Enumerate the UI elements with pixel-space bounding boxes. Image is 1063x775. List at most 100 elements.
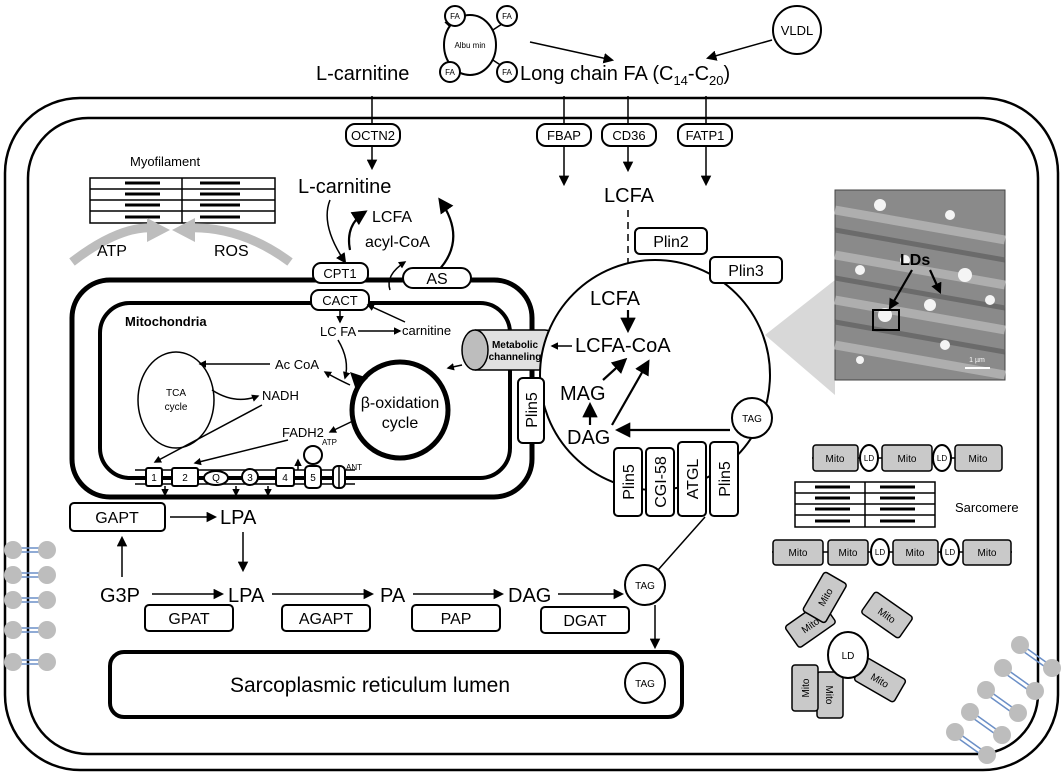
gpat-label: GPAT [168, 611, 209, 628]
plin5-b-protein: Plin5 [709, 441, 739, 517]
pap-enzyme: PAP [411, 604, 501, 632]
mito-label-t2: Mito [898, 454, 917, 465]
cpt1-label: CPT1 [323, 266, 356, 281]
atgl-protein: ATGL [677, 441, 707, 517]
fa-label-3: FA [445, 68, 455, 77]
sarcoplasmic-reticulum: Sarcoplasmic reticulum lumen TAG [108, 650, 684, 719]
myofilament-label: Myofilament [130, 154, 200, 169]
dag-to-coa-arrow [611, 359, 650, 426]
tca-cycle [137, 351, 215, 449]
complex-2-label: 2 [182, 473, 188, 484]
atp-label-cytosol: ATP [97, 243, 127, 260]
tca-label-1: TCA [166, 388, 186, 399]
mitochondria-title: Mitochondria [125, 314, 207, 329]
sarcomere-label: Sarcomere [955, 500, 1019, 515]
complex-4-label: 4 [282, 473, 288, 484]
micrograph-scale-label: 1 µm [969, 357, 985, 364]
fatp1-transporter: FATP1 [677, 96, 733, 187]
fatp1-label: FATP1 [686, 128, 725, 143]
electron-micrograph: LDs 1 µm [834, 189, 1006, 381]
as-label: AS [426, 271, 447, 288]
mito-outer-membrane [69, 277, 535, 500]
fbap-label: FBAP [547, 128, 581, 143]
plin3-protein: Plin3 [709, 256, 783, 284]
myofilament-bundle [89, 177, 276, 224]
pa-label: PA [380, 585, 406, 607]
syn-tag-label: TAG [635, 581, 655, 592]
gapt-label: GAPT [95, 510, 139, 527]
beta-label-1: β-oxidation [361, 395, 440, 412]
cgi58-label: CGI-58 [653, 456, 670, 508]
channel-to-beta-arrow [446, 363, 463, 371]
plin5-a-label: Plin5 [621, 464, 638, 500]
syn-dag-label: DAG [508, 585, 551, 607]
as-protein: AS [402, 267, 472, 289]
ld-label-t1: LD [864, 454, 874, 463]
carnitine-to-cact-arrow [366, 304, 406, 323]
albumin-to-fa-arrow [529, 41, 615, 64]
mito-ld-row-bottom: Mito Mito LD Mito LD Mito [772, 538, 1012, 566]
acyl-coa-cycle-arrow-right [436, 197, 455, 273]
mito-label-b3: Mito [906, 548, 925, 559]
cact-label: CACT [322, 293, 357, 308]
acyl-coa-cycle-arrow-left [347, 210, 368, 251]
dgat-label: DGAT [563, 613, 606, 630]
l-carnitine-inside: L-carnitine [298, 176, 391, 198]
cgi58-protein: CGI-58 [645, 447, 675, 517]
pap-label: PAP [441, 611, 472, 628]
ld-tag: TAG [731, 397, 773, 439]
gapt-enzyme: GAPT [69, 502, 166, 532]
gap-junction-right [946, 636, 1061, 764]
tca-label-2: cycle [165, 402, 188, 413]
ld-label-t2: LD [937, 454, 947, 463]
cd36-transporter: CD36 [601, 96, 657, 173]
ld-dag-label: DAG [567, 427, 610, 449]
ld-lcfa-label: LCFA [590, 288, 641, 310]
complex-3-label: 3 [247, 473, 253, 484]
ld-lcfa-coa-label: LCFA-CoA [575, 335, 671, 357]
fa-label-2: FA [502, 12, 512, 21]
vldl-to-fa-arrow [705, 39, 773, 61]
nadh-label: NADH [262, 388, 299, 403]
mito-label-t1: Mito [826, 454, 845, 465]
beta-oxidation-cycle: β-oxidation cycle [349, 359, 451, 461]
fa-label-4: FA [502, 68, 512, 77]
cact-protein: CACT [310, 289, 370, 311]
beta-to-acoa-arrow [323, 371, 351, 386]
nadh-to-complex1-arrow [153, 404, 263, 463]
lpa-top-label: LPA [220, 507, 257, 529]
sr-lumen-label: Sarcoplasmic reticulum lumen [230, 674, 510, 697]
lpa-label: LPA [228, 585, 265, 607]
ros-label: ROS [214, 243, 249, 260]
carnitine-label: carnitine [402, 323, 451, 338]
lds-label: LDs [900, 252, 930, 269]
ld-label-b1: LD [875, 548, 885, 557]
lc-fa-label: LC FA [320, 324, 356, 339]
octn2-transporter: OCTN2 [345, 96, 401, 171]
mito-label-b1: Mito [789, 548, 808, 559]
complex-1-label: 1 [151, 473, 157, 484]
octn2-label: OCTN2 [351, 128, 395, 143]
vldl-label: VLDL [781, 23, 814, 38]
channeling-line2: channeling [489, 352, 542, 363]
atp-mito-label: ATP [322, 438, 337, 447]
cell-outer-membrane [3, 96, 1060, 772]
cd36-label: CD36 [612, 128, 645, 143]
as-to-cpt1-arrow [388, 261, 407, 291]
lcfa-acyl-coa-line2: acyl-CoA [365, 234, 430, 251]
complex-q-label: Q [212, 473, 220, 484]
plin2-protein: Plin2 [634, 227, 708, 255]
plin5-left-label: Plin5 [524, 392, 541, 428]
sarcomere-bundle [794, 481, 936, 528]
cpt1-protein: CPT1 [312, 262, 369, 284]
lcfa-to-beta-arrow [337, 339, 351, 380]
ld-mag-label: MAG [560, 383, 606, 405]
cell-inner-membrane [26, 116, 1040, 756]
tag-to-ld-line [657, 516, 706, 571]
gap-junction-left [4, 541, 56, 671]
mito-label-b4: Mito [978, 548, 997, 559]
ld-tag-label: TAG [742, 414, 762, 425]
fadh2-to-complex2-arrow [193, 439, 289, 466]
ros-arrowhead [172, 218, 195, 242]
